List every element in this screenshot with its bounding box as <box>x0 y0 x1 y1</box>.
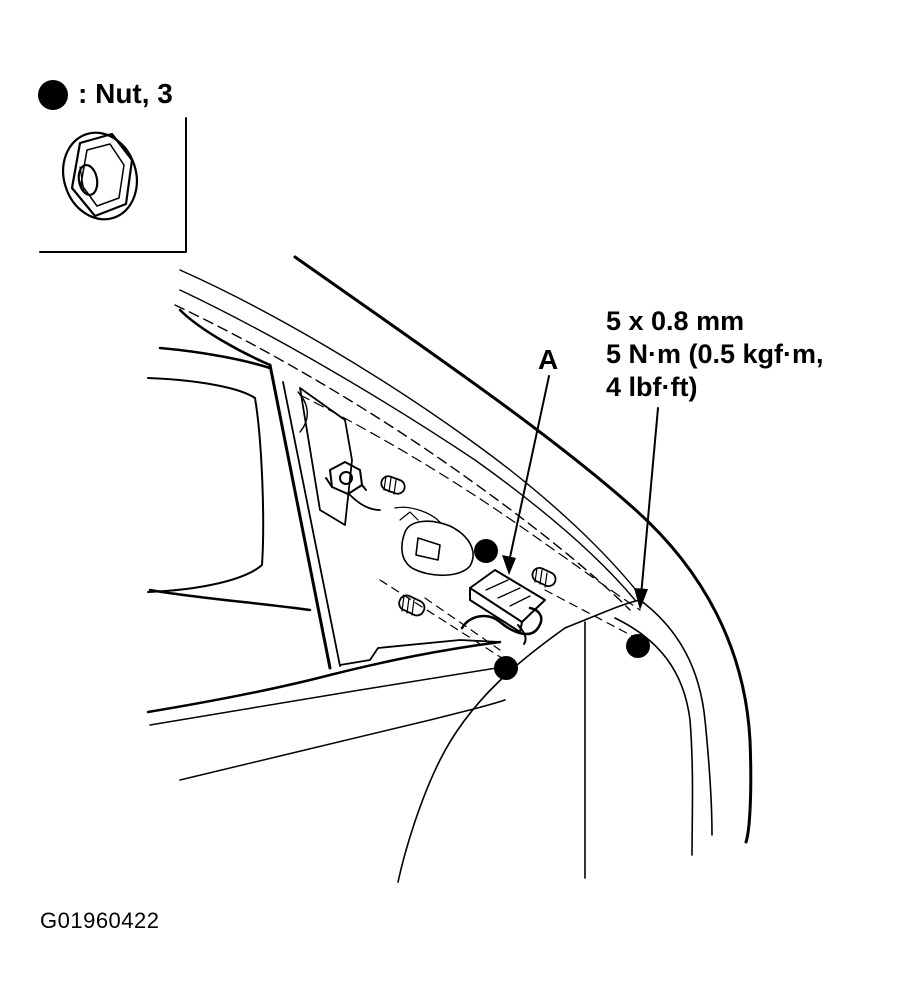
mounting-panel <box>297 387 641 666</box>
stud-lower <box>398 594 426 617</box>
figure-id: G01960422 <box>40 908 160 933</box>
trunk-opening <box>146 308 516 781</box>
flange-nut-icon <box>62 131 138 221</box>
stud-upper <box>380 475 406 495</box>
bolt-size-spec: 5 x 0.8 mm <box>606 306 745 336</box>
legend-box <box>38 80 187 253</box>
nut-marker-lower <box>494 656 518 680</box>
body-outline <box>174 255 753 883</box>
legend-label: : Nut, 3 <box>78 78 173 109</box>
torque-spec-line2: 4 lbf·ft) <box>606 372 698 402</box>
bulb-socket <box>394 506 474 577</box>
nut-marker-upper <box>474 539 498 563</box>
callout-a-label: A <box>538 344 559 375</box>
leader-line-a <box>502 375 550 575</box>
nut-marker-right <box>626 634 650 658</box>
torque-spec-line1: 5 N·m (0.5 kgf·m, <box>606 339 824 369</box>
legend-frame <box>39 117 187 253</box>
leader-line-torque <box>634 407 659 610</box>
stud-right <box>531 566 557 588</box>
nut-marker-icon <box>38 80 68 110</box>
harness-connector <box>460 569 546 645</box>
mounting-nut <box>325 461 367 495</box>
